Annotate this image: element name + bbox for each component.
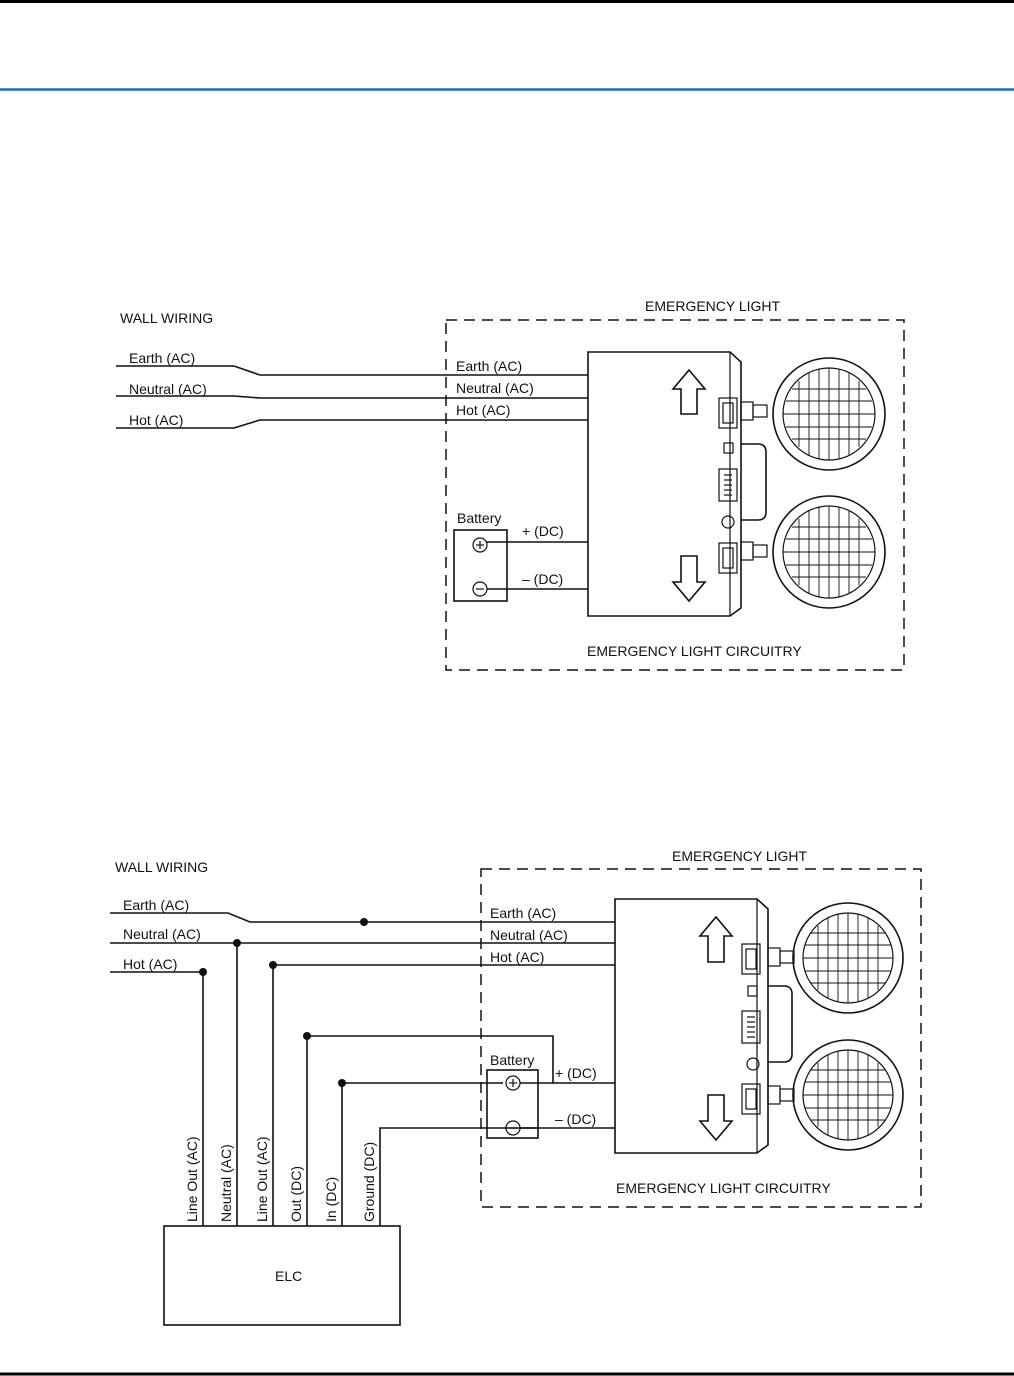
wall-neutral-label: Neutral (AC) xyxy=(129,381,207,397)
rocker-switch-icon xyxy=(741,1083,761,1115)
down-arrow-icon xyxy=(698,1094,734,1142)
lamp-head-icon xyxy=(772,357,886,471)
light-hot-label: Hot (AC) xyxy=(456,402,510,418)
circuitry-label: EMERGENCY LIGHT CIRCUITRY xyxy=(587,643,802,659)
elc-ground-wire xyxy=(379,1127,615,1226)
emergency-light-label: EMERGENCY LIGHT xyxy=(672,848,808,864)
test-button-icon xyxy=(741,1010,761,1044)
junction-dot xyxy=(269,961,277,969)
battery-label: Battery xyxy=(457,510,501,526)
diagram-with-elc: WALL WIRING EMERGENCY LIGHT Earth (AC) N… xyxy=(110,848,922,1326)
charge-port-icon xyxy=(746,1057,760,1071)
elc-terminal-label: Neutral (AC) xyxy=(218,1144,234,1222)
elc-label: ELC xyxy=(275,1268,302,1284)
wall-hot-label: Hot (AC) xyxy=(123,956,177,972)
earth-wire xyxy=(110,912,615,923)
wall-neutral-label: Neutral (AC) xyxy=(123,926,201,942)
diagram-without-elc: WALL WIRING EMERGENCY LIGHT Earth (AC) N… xyxy=(116,298,905,671)
handle-icon xyxy=(741,443,767,521)
light-neutral-label: Neutral (AC) xyxy=(456,380,534,396)
emergency-light-unit xyxy=(614,898,795,1154)
elc-dc-out-wire xyxy=(306,1035,615,1226)
indicator-led-icon xyxy=(723,442,734,454)
emergency-light-unit xyxy=(587,351,768,617)
test-button-icon xyxy=(718,468,738,502)
dc-minus-label: – (DC) xyxy=(522,571,563,587)
wall-wiring-label: WALL WIRING xyxy=(115,859,208,875)
dc-minus-label: – (DC) xyxy=(555,1111,596,1127)
battery-minus-terminal-icon xyxy=(505,1120,521,1136)
light-hot-label: Hot (AC) xyxy=(490,949,544,965)
dc-plus-label: + (DC) xyxy=(555,1065,597,1081)
rocker-switch-icon xyxy=(718,542,738,574)
elc-terminal-label: Ground (DC) xyxy=(361,1142,377,1222)
wall-earth-label: Earth (AC) xyxy=(123,897,189,913)
neutral-wire xyxy=(116,395,588,399)
elc-box xyxy=(163,1225,401,1326)
rocker-switch-icon xyxy=(718,397,738,429)
lamp-head-icon xyxy=(772,495,886,609)
battery-label: Battery xyxy=(490,1052,534,1068)
battery xyxy=(453,529,508,602)
circuitry-label: EMERGENCY LIGHT CIRCUITRY xyxy=(616,1180,831,1196)
light-neutral-label: Neutral (AC) xyxy=(490,927,568,943)
up-arrow-icon xyxy=(671,368,707,415)
emergency-light-enclosure xyxy=(480,868,922,1208)
earth-wire xyxy=(116,365,588,376)
battery-minus-terminal-icon xyxy=(472,581,488,597)
emergency-light-enclosure xyxy=(445,319,905,671)
dc-plus-label: + (DC) xyxy=(522,523,564,539)
handle-icon xyxy=(768,985,793,1063)
up-arrow-icon xyxy=(698,915,734,963)
battery-plus-terminal-icon xyxy=(472,537,488,553)
junction-dot xyxy=(360,918,368,926)
battery xyxy=(486,1069,539,1139)
charge-port-icon xyxy=(721,515,735,529)
lamp-head-icon xyxy=(792,1039,904,1151)
junction-dot xyxy=(199,968,207,976)
wall-wiring-label: WALL WIRING xyxy=(120,310,213,326)
elc-terminal-label: In (DC) xyxy=(323,1177,339,1222)
light-earth-label: Earth (AC) xyxy=(490,905,556,921)
wall-earth-label: Earth (AC) xyxy=(129,350,195,366)
lamp-head-icon xyxy=(792,902,904,1014)
junction-dot xyxy=(233,939,241,947)
junction-dot xyxy=(303,1032,311,1040)
junction-dot xyxy=(338,1079,346,1087)
down-arrow-icon xyxy=(671,555,707,603)
elc-terminal-label: Line Out (AC) xyxy=(184,1136,200,1222)
rocker-switch-icon xyxy=(741,943,761,975)
battery-plus-terminal-icon xyxy=(505,1075,521,1091)
emergency-light-label: EMERGENCY LIGHT xyxy=(645,298,781,314)
hot-wire xyxy=(116,419,588,429)
elc-terminal-label: Line Out (AC) xyxy=(254,1136,270,1222)
indicator-led-icon xyxy=(747,985,758,997)
elc-terminal-label: Out (DC) xyxy=(288,1166,304,1222)
light-earth-label: Earth (AC) xyxy=(456,358,522,374)
wall-hot-label: Hot (AC) xyxy=(129,412,183,428)
